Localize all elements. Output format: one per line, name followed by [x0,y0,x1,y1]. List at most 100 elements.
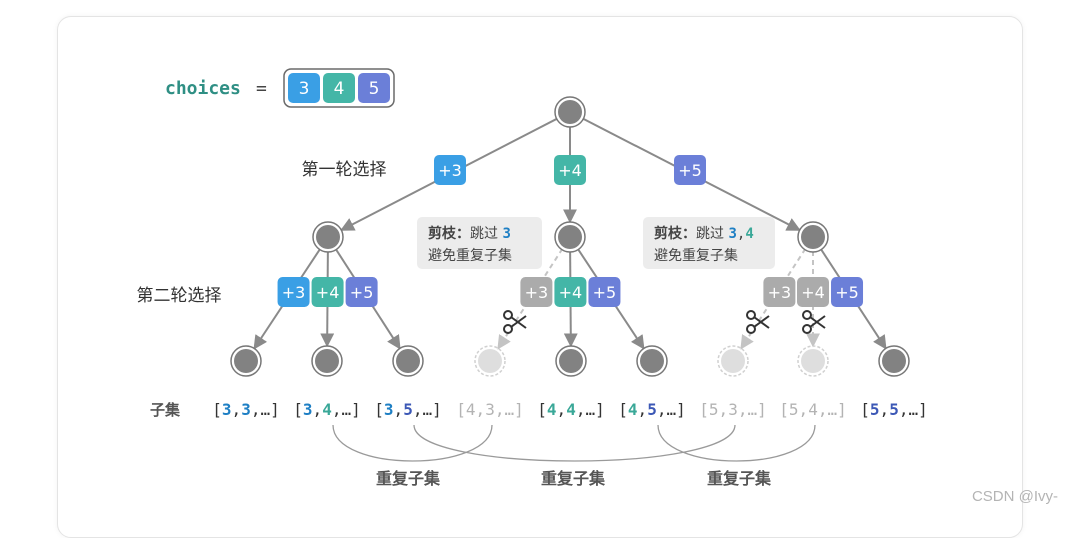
leaf-node-3-ring [474,345,506,377]
round2-edge-label-0-0 [277,277,310,307]
edge-l1-2-0 [740,248,807,350]
prune-note-2: 剪枝：跳过 3,4 避免重复子集 [643,217,775,269]
prune-note-2-text: 跳过 [696,226,728,242]
subset-punct: ,…] [657,400,686,419]
round1-edge-label-0 [434,155,466,185]
subset-punct: [ [779,400,789,419]
subset-punct: ,…] [251,400,280,419]
duplicate-link-1 [413,424,736,462]
subset-punct: ,…] [332,400,361,419]
svg-text:剪枝：跳过 3,4: 剪枝：跳过 3,4 [654,225,754,242]
scissors-1-0-blade-b [510,315,527,328]
subset-5: [4,5,…] [618,400,685,419]
subset-punct: ,…] [738,400,767,419]
subset-punct: ,…] [818,400,847,419]
duplicate-link-2 [657,424,816,462]
leaf-node-7-ring [797,345,829,377]
round2-edge-label-1-0 [520,277,553,307]
round1-edge-label-0-label: +3 [438,161,462,180]
subset-value: 5 [870,400,880,419]
scissors-2-0-ring-a [746,310,756,320]
leaf-node-0 [234,349,258,373]
subset-value: 5 [789,400,799,419]
subset-punct: , [476,400,486,419]
choices-label: choices [165,78,241,99]
subset-1: [3,4,…] [293,400,360,419]
choices-cell-4 [323,73,355,103]
duplicate-label-2: 重复子集 [541,469,606,488]
subset-value: 4 [808,400,818,419]
scissors-2-0-blade-b [753,315,770,328]
subset-punct: , [719,400,729,419]
subset-value: 3 [728,400,738,419]
choices-value-4: 4 [334,79,345,99]
level1-node-1 [558,225,582,249]
subset-value: 3 [303,400,313,419]
leaf-node-2 [396,349,420,373]
subset-punct: [ [860,400,870,419]
scissors-2-0 [746,310,770,334]
round1-edge-label-2-label: +5 [678,161,702,180]
round2-edge-label-0-1-label: +4 [316,283,340,302]
subset-punct: ,…] [495,400,524,419]
subset-punct: [ [456,400,466,419]
leaf-node-4 [559,349,583,373]
root-node [558,100,582,124]
scissors-2-0-ring-b [746,324,756,334]
scissors-1-0-ring-b [503,324,513,334]
round2-edge-label-2-2 [831,277,864,307]
subset-punct: ,…] [413,400,442,419]
subset-punct: [ [212,400,222,419]
subset-punct: , [557,400,567,419]
subset-8: [5,5,…] [860,400,927,419]
prune-note-1-line2: 避免重复子集 [428,247,512,264]
leaf-node-8 [882,349,906,373]
subset-value: 3 [485,400,495,419]
scissors-2-1-blade-b [809,315,826,328]
round2-edge-label-1-2 [588,277,621,307]
level1-node-0 [316,225,340,249]
subset-punct: [ [618,400,628,419]
subset-value: 5 [709,400,719,419]
subset-punct: [ [699,400,709,419]
round2-edge-label-2-1 [797,277,829,307]
prune-note-2-value-a: 3 [728,226,736,242]
prune-note-1-title: 剪枝： [428,225,470,242]
scissors-1-0-ring-a [503,310,513,320]
prune-note-2-sep: , [737,226,745,242]
round2-edge-label-0-0-label: +3 [282,283,306,302]
scissors-1-0 [503,310,527,334]
scissors-2-1 [802,310,826,334]
round2-edge-label-2-2-label: +5 [835,283,859,302]
subsets-label: 子集 [150,401,181,419]
leaf-node-1 [315,349,339,373]
subset-punct: , [232,400,242,419]
choices-cell-5 [358,73,390,103]
leaf-node-6 [721,349,745,373]
subset-value: 5 [403,400,413,419]
svg-text:剪枝：跳过 3: 剪枝：跳过 3 [428,225,511,242]
round2-edge-label-0-2-label: +5 [350,283,374,302]
round-2-label: 第二轮选择 [137,286,222,306]
round2-edge-label-2-1-label: +4 [801,283,825,302]
subset-value: 3 [222,400,232,419]
subset-punct: , [799,400,809,419]
subset-punct: , [880,400,890,419]
subset-4: [4,4,…] [537,400,604,419]
subset-punct: [ [293,400,303,419]
prune-note-1: 剪枝：跳过 3 避免重复子集 [417,217,542,269]
prune-note-1-value: 3 [502,226,510,242]
prune-note-1-text: 跳过 [470,226,502,242]
round2-edge-label-1-0-label: +3 [525,283,549,302]
watermark: CSDN @Ivy- [971,488,1058,505]
duplicate-label-3: 重复子集 [707,469,772,488]
leaf-node-7 [801,349,825,373]
round2-edge-label-1-1-label: +4 [559,283,583,302]
round1-edge-label-1-label: +4 [558,161,582,180]
subset-value: 4 [322,400,332,419]
subset-3: [4,3,…] [456,400,523,419]
scissors-2-1-ring-a [802,310,812,320]
subset-value: 3 [241,400,251,419]
choices-value-5: 5 [369,79,380,99]
